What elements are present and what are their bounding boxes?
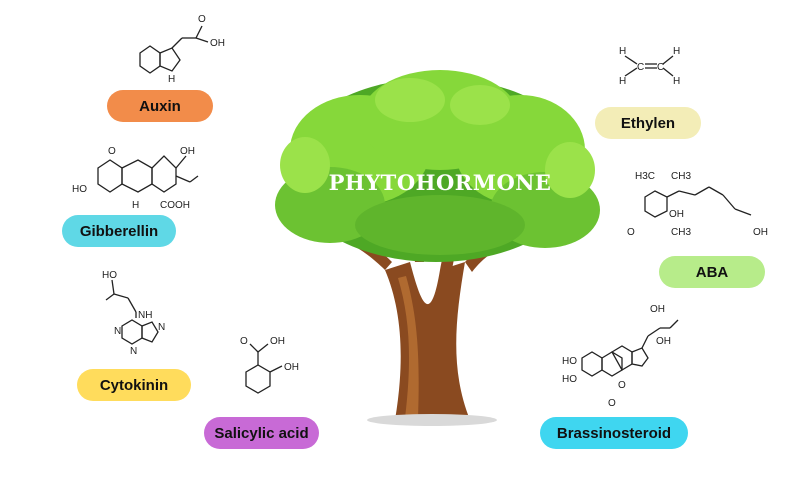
gibberellin-structure: O OH HO H COOH <box>72 146 199 210</box>
ethylen-atom-h1: H <box>619 46 626 57</box>
auxin-atom-o: O <box>198 14 206 25</box>
brassino-atom-o1: O <box>608 398 616 409</box>
brassino-atom-ho2: HO <box>562 374 577 385</box>
cytokinin-atom-ho: HO <box>102 270 117 281</box>
label-brassinosteroid: Brassinosteroid <box>540 417 688 449</box>
aba-atom-ch3-1: CH3 <box>671 171 691 182</box>
aba-atom-oh1: OH <box>669 209 684 220</box>
label-aba: ABA <box>659 256 765 288</box>
cytokinin-atom-nh: NH <box>138 310 152 321</box>
cytokinin-atom-n1: N <box>114 326 121 337</box>
gibberellin-atom-o1: O <box>108 146 116 157</box>
aba-atom-h3c: H3C <box>635 171 655 182</box>
aba-structure: H3C CH3 OH CH3 O OH <box>627 171 768 238</box>
gibberellin-atom-h: H <box>132 200 139 210</box>
tree-foliage <box>275 70 600 262</box>
auxin-atom-nh: H <box>168 74 175 85</box>
label-gibberellin: Gibberellin <box>62 215 176 247</box>
cytokinin-atom-n3: N <box>158 322 165 333</box>
diagram-title: PHYTOHORMONE <box>328 170 552 195</box>
aba-atom-o: O <box>627 227 635 238</box>
salicylic-atom-oh1: OH <box>270 336 285 347</box>
label-cytokinin: Cytokinin <box>77 369 191 401</box>
brassino-atom-oh2: OH <box>656 336 671 347</box>
salicylic-structure: O OH OH <box>240 336 299 394</box>
salicylic-atom-o: O <box>240 336 248 347</box>
cytokinin-structure: HO NH N N N <box>102 270 165 357</box>
gibberellin-atom-cooh: COOH <box>160 200 190 210</box>
ethylen-atom-h3: H <box>673 46 680 57</box>
label-ethylen: Ethylen <box>595 107 701 139</box>
brassino-atom-ho1: HO <box>562 356 577 367</box>
brassinosteroid-structure: OH OH HO HO O O <box>562 304 679 409</box>
gibberellin-atom-oh: OH <box>180 146 195 157</box>
label-auxin: Auxin <box>107 90 213 122</box>
ethylen-atom-h4: H <box>673 76 680 87</box>
ethylen-structure: H H C C H H <box>619 46 680 87</box>
aba-atom-ch3-2: CH3 <box>671 227 691 238</box>
auxin-structure: O OH H <box>139 14 225 85</box>
ethylen-atom-h2: H <box>619 76 626 87</box>
brassino-atom-o2: O <box>618 380 626 391</box>
aba-atom-oh2: OH <box>753 227 768 238</box>
ethylen-atom-c2: C <box>657 62 664 73</box>
cytokinin-atom-n2: N <box>130 346 137 357</box>
gibberellin-atom-ho: HO <box>72 184 87 195</box>
brassino-atom-oh1: OH <box>650 304 665 315</box>
salicylic-atom-oh2: OH <box>284 362 299 373</box>
auxin-atom-oh: OH <box>210 38 225 49</box>
ethylen-atom-c1: C <box>637 62 644 73</box>
label-salicylic-acid: Salicylic acid <box>204 417 319 449</box>
